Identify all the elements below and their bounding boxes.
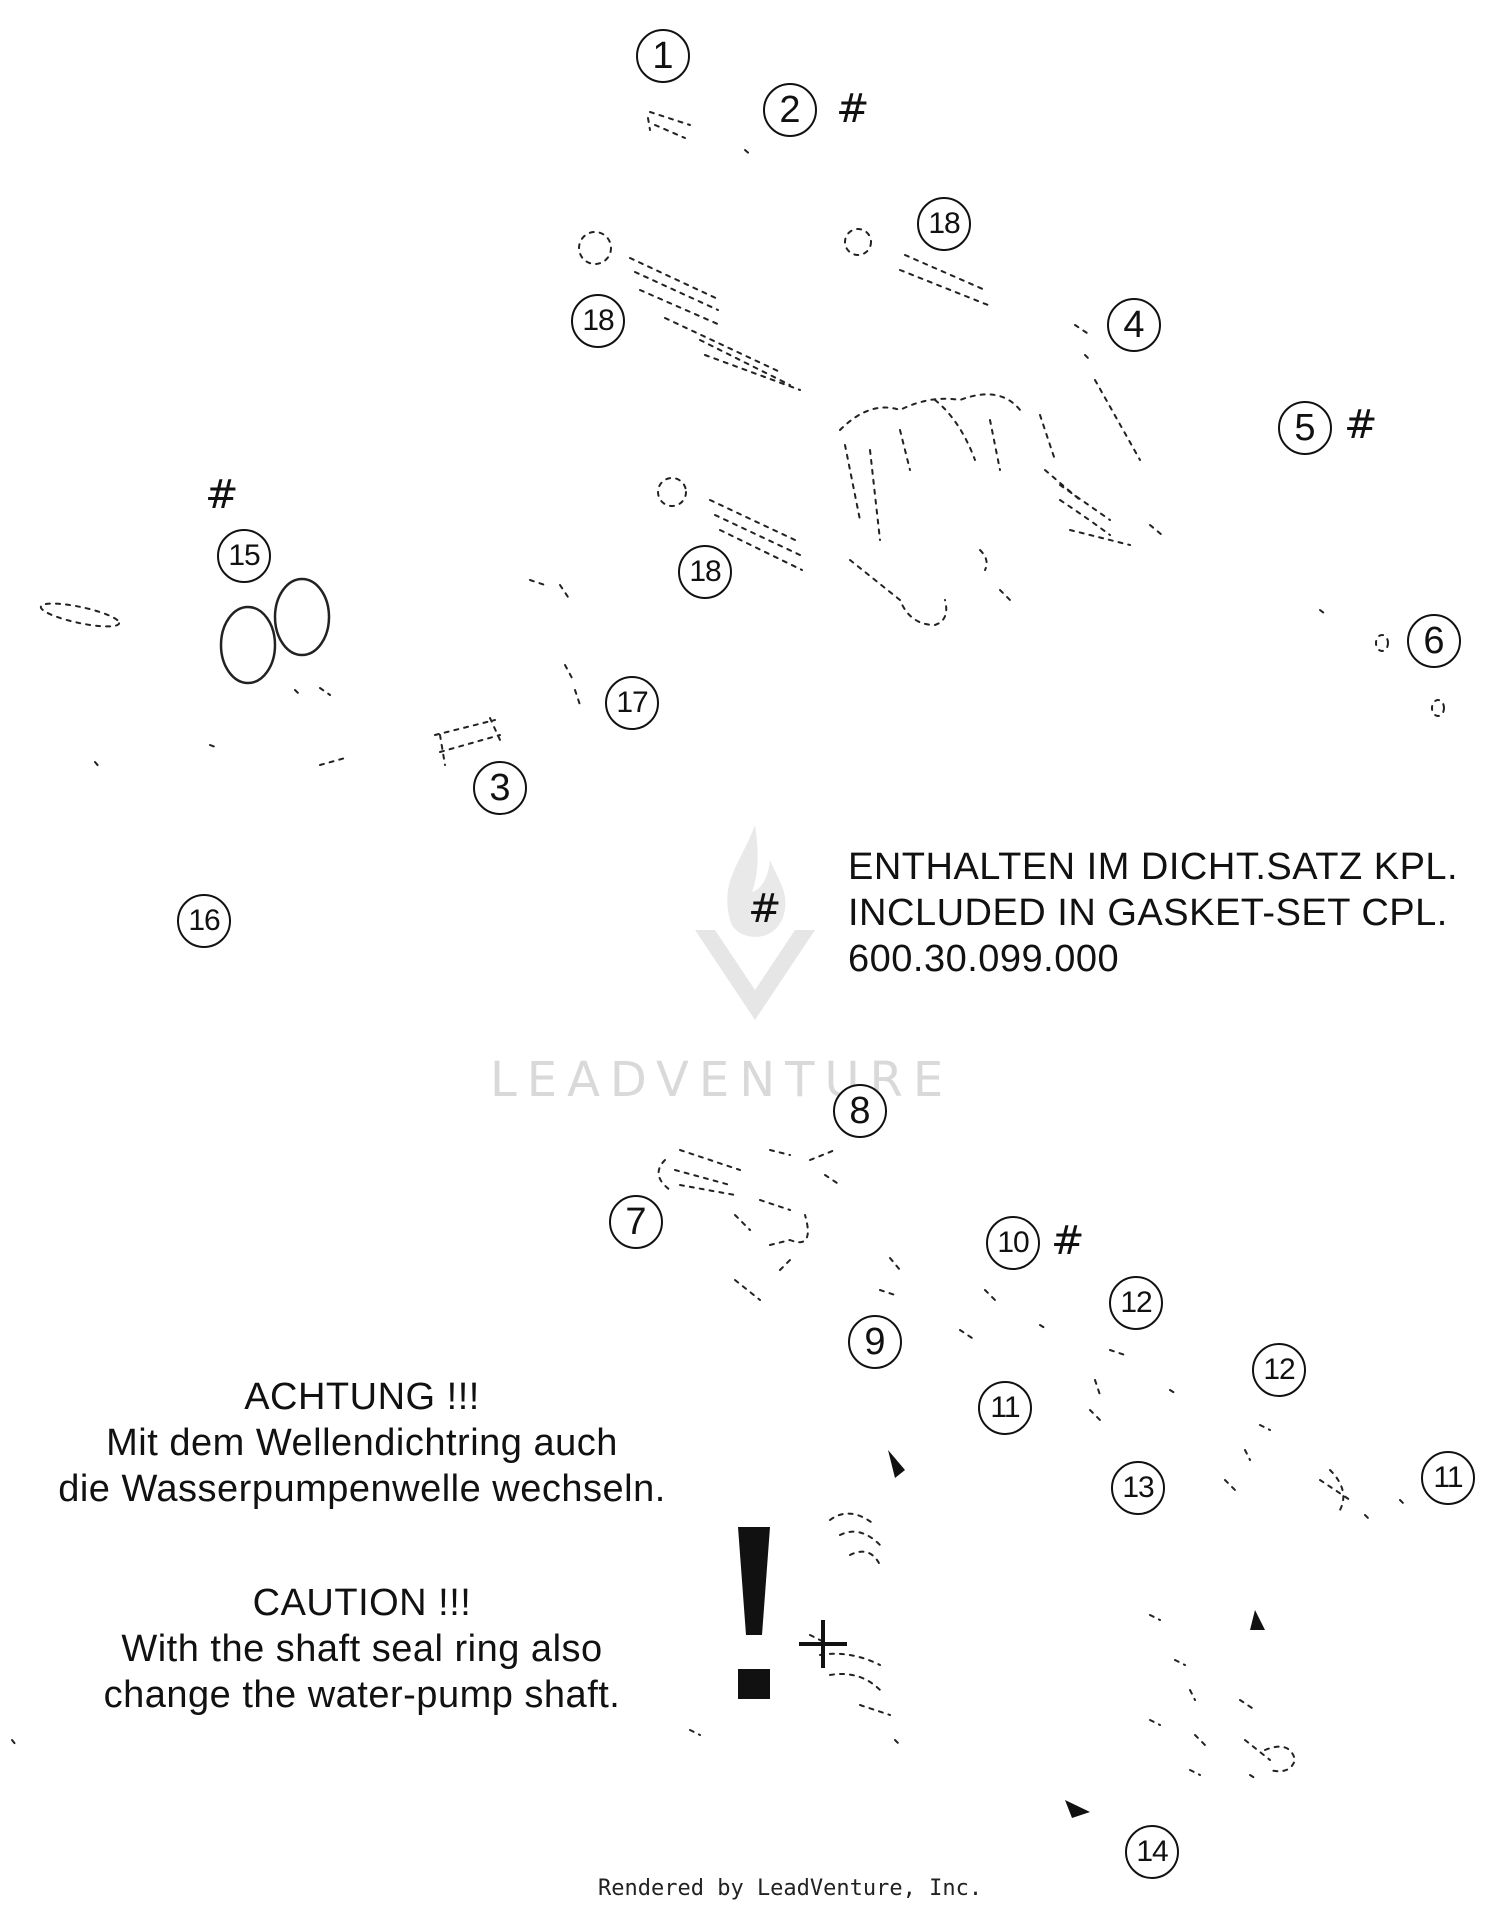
callout-number: 14 [1136,1835,1168,1868]
callout-number: 2 [779,88,801,131]
callout-number: 18 [582,304,614,337]
warning-exclamation-icon [738,1527,847,1699]
callout-16: 16 [177,894,231,948]
callout-8: 8 [833,1084,887,1138]
caution-line2-de: die Wasserpumpenwelle wechseln. [58,1468,666,1510]
callout-4: 4 [1107,298,1161,352]
callout-number: 10 [997,1226,1029,1259]
gasket-set-note: ENTHALTEN IM DICHT.SATZ KPL. INCLUDED IN… [848,844,1458,982]
caution-title-en: CAUTION !!! [252,1582,472,1624]
callout-18: 18 [917,197,971,251]
callout-number: 17 [616,686,648,719]
callout-15: 15 [217,529,271,583]
callout-number: 7 [625,1200,647,1243]
callout-14: 14 [1125,1825,1179,1879]
callout-13: 13 [1111,1461,1165,1515]
callout-2: 2 [763,83,817,137]
callout-10: 10 [986,1216,1040,1270]
callout-number: 16 [188,904,220,937]
gasket-note-line-en: INCLUDED IN GASKET-SET CPL. [848,892,1448,934]
callout-number: 18 [689,555,721,588]
callout-number: 6 [1423,619,1445,662]
callout-18: 18 [571,294,625,348]
callout-number: 5 [1294,406,1316,449]
callout-number: 8 [849,1089,871,1132]
caution-line1-de: Mit dem Wellendichtring auch [106,1422,618,1464]
caution-line1-en: With the shaft seal ring also [121,1628,603,1670]
callout-3: 3 [473,761,527,815]
gasket-note-part-number: 600.30.099.000 [848,938,1120,980]
gasket-marker-part-10: # [1051,1218,1085,1264]
footer-credit: Rendered by LeadVenture, Inc. [598,1876,983,1901]
gasket-marker-part-15: # [205,472,239,518]
gasket-note-line-de: ENTHALTEN IM DICHT.SATZ KPL. [848,846,1459,888]
callout-17: 17 [605,676,659,730]
caution-line2-en: change the water-pump shaft. [103,1674,621,1716]
watermark-logo-icon [695,825,815,1020]
caution-note-de: ACHTUNG !!! Mit dem Wellendichtring auch… [22,1374,702,1512]
caution-title-de: ACHTUNG !!! [244,1376,480,1418]
caution-note-en: CAUTION !!! With the shaft seal ring als… [22,1580,702,1718]
callout-12: 12 [1252,1343,1306,1397]
callout-number: 15 [228,539,260,572]
callout-11: 11 [1421,1451,1475,1505]
callout-7: 7 [609,1195,663,1249]
callout-12: 12 [1109,1276,1163,1330]
callout-6: 6 [1407,614,1461,668]
callout-5: 5 [1278,401,1332,455]
callout-number: 18 [928,207,960,240]
callout-number: 11 [990,1391,1020,1424]
gasket-marker-part-5: # [1344,402,1378,448]
gasket-marker-part-2: # [836,86,870,132]
callout-18: 18 [678,545,732,599]
callout-9: 9 [848,1315,902,1369]
callout-number: 9 [864,1320,886,1363]
callout-number: 11 [1433,1461,1463,1494]
callout-number: 1 [652,34,674,77]
callout-number: 12 [1263,1353,1295,1386]
callout-number: 12 [1120,1286,1152,1319]
callout-11: 11 [978,1381,1032,1435]
callout-1: 1 [636,29,690,83]
callout-number: 3 [489,766,511,809]
callout-number: 4 [1123,303,1145,346]
gasket-legend-marker: # [748,886,782,932]
callout-number: 13 [1122,1471,1154,1504]
